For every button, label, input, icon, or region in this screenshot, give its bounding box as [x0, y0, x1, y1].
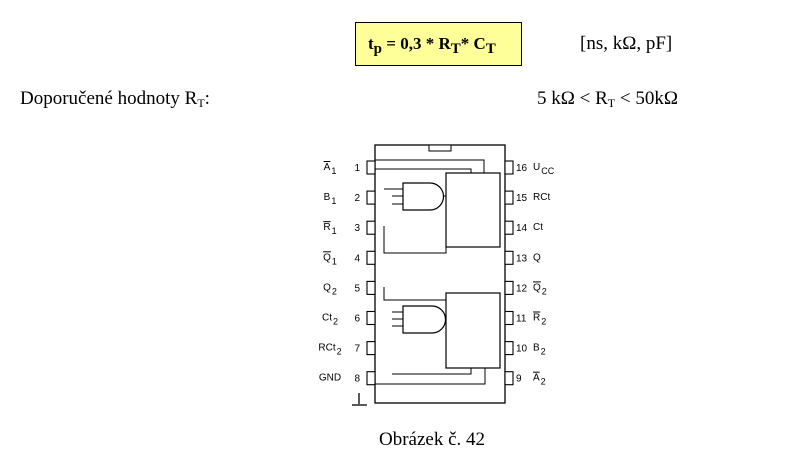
ground-symbol [352, 393, 367, 406]
pin-4-number: 4 [354, 253, 360, 264]
monoflop-block-2 [445, 292, 501, 369]
pin-13-number: 13 [516, 253, 528, 264]
pin-10-lead [504, 341, 514, 356]
pin-9-number: 9 [516, 374, 522, 385]
pin-16-label: UCC [533, 162, 555, 176]
monoflop-block-1 [445, 172, 501, 248]
pin-16-number: 16 [516, 163, 528, 174]
pin-7-label: RCt2 [318, 343, 341, 357]
units-label: [ns, kΩ, pF] [580, 33, 673, 54]
formula-box: tp = 0,3 * RT* CT [355, 22, 522, 66]
pin-15-label: RCt [533, 192, 550, 203]
pin-14-label: Ct [533, 222, 543, 233]
pin-9-lead [504, 371, 514, 386]
pin-11-label: R2 [533, 313, 546, 327]
pin-8-number: 8 [354, 374, 360, 385]
pin-14-lead [504, 220, 514, 235]
pin-6-lead [366, 310, 376, 326]
pin-12-number: 12 [516, 283, 528, 294]
pin-2-label: B1 [324, 192, 337, 206]
pin-15-lead [504, 190, 514, 205]
wiring-2 [375, 287, 486, 385]
pin-15-number: 15 [516, 193, 528, 204]
wiring-1 [375, 159, 485, 254]
pin-12-label: Q2 [533, 282, 547, 296]
recommended-values-label: Doporučené hodnoty RT: [20, 88, 210, 110]
pin-1-lead [366, 160, 376, 175]
pin-2-lead [366, 190, 376, 205]
pin-14-number: 14 [516, 223, 528, 234]
figure-caption: Obrázek č. 42 [379, 429, 486, 450]
chip-notch [428, 144, 452, 152]
recommended-range: 5 kΩ < RT < 50kΩ [537, 88, 678, 110]
pin-2-number: 2 [354, 193, 360, 204]
pin-1-label: A1 [324, 162, 337, 176]
pin-4-label: Q1 [323, 252, 337, 266]
and-gate-2 [402, 305, 447, 334]
pin-5-lead [366, 280, 376, 295]
pin-11-lead [504, 310, 514, 326]
pin-4-lead [366, 250, 376, 265]
pin-11-number: 11 [516, 314, 527, 325]
pin-1-number: 1 [354, 163, 360, 174]
pin-13-lead [504, 250, 514, 265]
pin-5-label: Q2 [323, 282, 337, 296]
pin-12-lead [504, 280, 514, 295]
pin-16-lead [504, 160, 514, 175]
pin-6-number: 6 [354, 314, 360, 325]
pin-10-label: B2 [533, 343, 546, 357]
pin-3-label: R1 [323, 222, 336, 236]
pin-7-lead [366, 341, 376, 356]
pin-8-lead [366, 371, 376, 386]
pin-6-label: Ct2 [322, 313, 338, 327]
pin-3-lead [366, 220, 376, 235]
formula-text: tp = 0,3 * RT* CT [368, 34, 496, 57]
pin-3-number: 3 [354, 223, 360, 234]
pin-5-number: 5 [354, 283, 360, 294]
pin-7-number: 7 [354, 344, 360, 355]
pin-group: 1 A1 2 B1 3 R1 4 Q1 5 Q2 6 Ct2 7 RCt2 8 GND 16 UCC 15 RCt 14… [318, 160, 555, 387]
pin-9-label: A2 [533, 373, 546, 387]
and-gate-1 [402, 182, 445, 211]
pin-13-label: Q [533, 252, 541, 263]
pin-10-number: 10 [516, 344, 528, 355]
pin-8-label: GND [319, 373, 341, 384]
